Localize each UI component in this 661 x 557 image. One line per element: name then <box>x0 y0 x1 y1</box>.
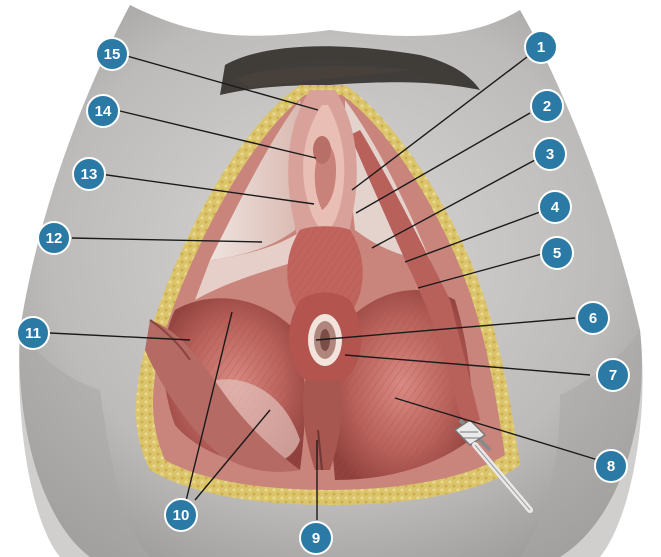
label-badge-circle <box>576 301 610 335</box>
label-badge-8: 8 <box>594 449 628 483</box>
label-badge-13: 13 <box>72 157 106 191</box>
label-badge-circle <box>530 89 564 123</box>
leader-10a <box>184 311 233 506</box>
label-badge-text: 1 <box>537 39 545 56</box>
leader-2 <box>355 112 531 214</box>
label-badge-circle <box>164 498 198 532</box>
leader-6 <box>315 317 576 341</box>
leader-7 <box>344 354 591 376</box>
central-structure <box>287 90 363 471</box>
label-badge-text: 11 <box>25 325 41 342</box>
leader-14 <box>119 110 317 159</box>
label-badge-4: 4 <box>538 190 572 224</box>
leader-15 <box>126 55 319 111</box>
label-badge-circle <box>37 221 71 255</box>
label-badge-7: 7 <box>596 358 630 392</box>
label-badge-circle <box>72 157 106 191</box>
label-badge-circle <box>16 316 50 350</box>
label-badge-circle <box>86 94 120 128</box>
leader-4 <box>404 211 541 263</box>
left-fascia <box>195 100 303 300</box>
hair-region <box>220 46 480 95</box>
label-badge-1: 1 <box>524 30 558 64</box>
leader-10b <box>194 409 271 501</box>
label-badge-text: 14 <box>95 103 112 120</box>
label-badge-text: 9 <box>312 530 320 547</box>
label-badge-circle <box>596 358 630 392</box>
label-badge-text: 15 <box>104 46 121 63</box>
label-badge-text: 12 <box>46 230 63 247</box>
label-badge-text: 10 <box>173 507 190 524</box>
label-badge-text: 2 <box>543 98 551 115</box>
label-badge-11: 11 <box>16 316 50 350</box>
label-badge-text: 5 <box>553 245 561 262</box>
label-badge-5: 5 <box>540 236 574 270</box>
label-badge-9: 9 <box>299 521 333 555</box>
label-badge-circle <box>594 449 628 483</box>
retractor-icon <box>453 418 533 513</box>
leader-11 <box>49 332 191 341</box>
right-muscle-strip <box>350 130 480 422</box>
label-badge-text: 8 <box>607 458 615 475</box>
leader-lines <box>49 55 599 520</box>
label-badge-6: 6 <box>576 301 610 335</box>
leader-13 <box>99 173 315 205</box>
label-badge-text: 4 <box>551 199 560 216</box>
label-badge-2: 2 <box>530 89 564 123</box>
right-muscle <box>331 290 472 480</box>
label-badge-circle <box>540 236 574 270</box>
left-thigh-flap <box>145 319 300 472</box>
label-badge-10: 10 <box>164 498 198 532</box>
label-badge-circle <box>95 37 129 71</box>
label-badge-12: 12 <box>37 221 71 255</box>
label-badge-14: 14 <box>86 94 120 128</box>
leader-5 <box>417 253 543 289</box>
label-badge-text: 3 <box>546 146 554 163</box>
leader-1 <box>351 56 528 191</box>
label-badge-15: 15 <box>95 37 129 71</box>
label-badge-circle <box>524 30 558 64</box>
label-badge-text: 13 <box>81 166 98 183</box>
leader-12 <box>71 237 263 243</box>
leader-3 <box>371 159 536 249</box>
label-badge-circle <box>299 521 333 555</box>
label-badge-circle <box>538 190 572 224</box>
label-badge-text: 6 <box>589 310 597 327</box>
label-badge-text: 7 <box>609 367 617 384</box>
label-badge-circle <box>533 137 567 171</box>
label-badge-3: 3 <box>533 137 567 171</box>
leader-8 <box>394 397 599 461</box>
